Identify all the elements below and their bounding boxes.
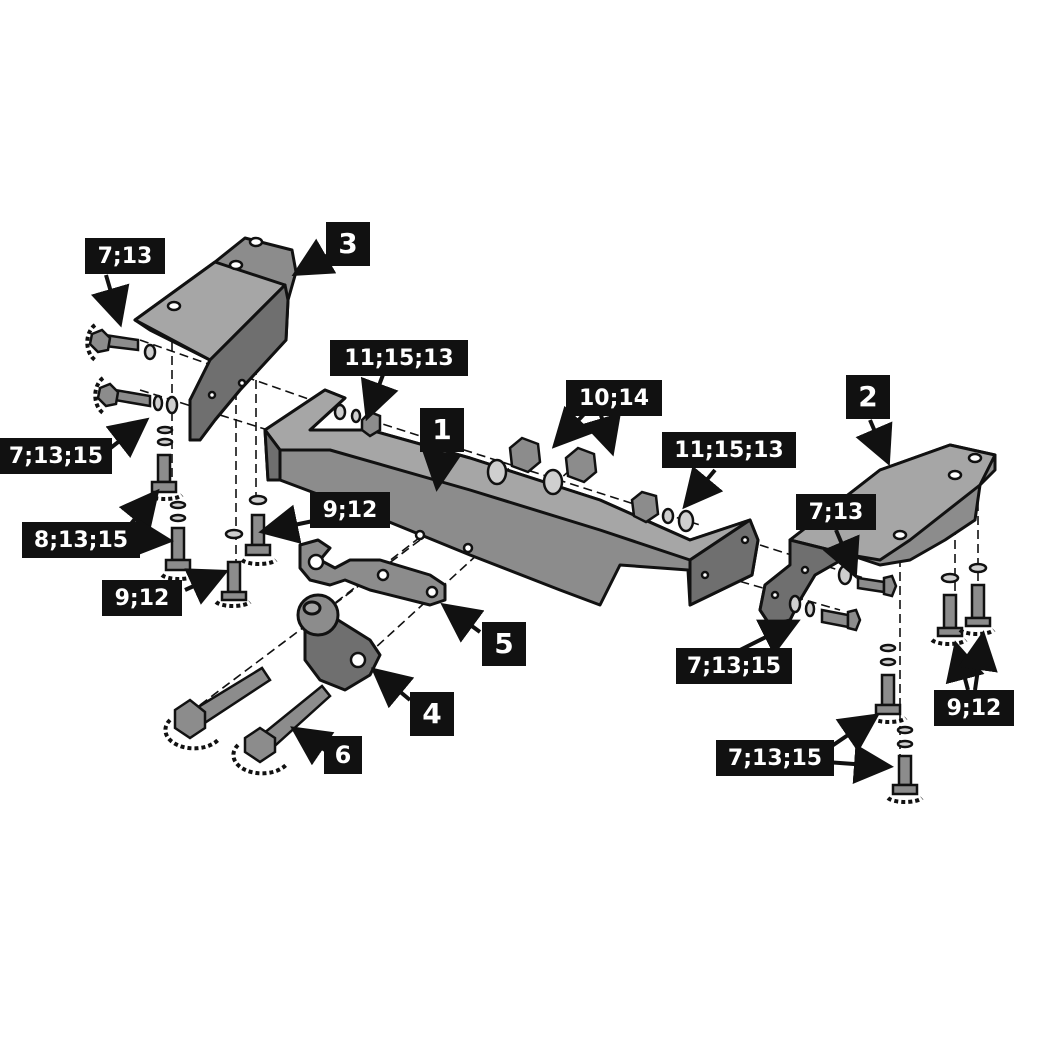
svg-text:9;12: 9;12: [947, 696, 1002, 721]
label-9-12-left-mid: 9;12: [310, 492, 390, 528]
label-9-12-left-bottom: 9;12: [102, 580, 182, 616]
label-11-15-13-right: 11;15;13: [662, 432, 796, 468]
socket-plate: [298, 538, 447, 607]
svg-text:3: 3: [338, 227, 357, 260]
svg-text:7;13;15: 7;13;15: [728, 746, 822, 771]
svg-text:2: 2: [858, 380, 877, 413]
svg-text:9;12: 9;12: [323, 498, 378, 523]
center-fasteners: [486, 436, 695, 533]
svg-text:11;15;13: 11;15;13: [674, 438, 783, 463]
long-bolts: [163, 666, 332, 776]
svg-text:5: 5: [494, 627, 513, 660]
leader-arrows: [90, 238, 998, 784]
svg-text:7;13;15: 7;13;15: [687, 654, 781, 679]
label-7-13-right: 7;13: [796, 494, 876, 530]
label-8-13-15: 8;13;15: [22, 522, 140, 558]
svg-text:7;13: 7;13: [98, 244, 153, 269]
label-part-3: 3: [326, 222, 370, 266]
svg-text:9;12: 9;12: [115, 586, 170, 611]
svg-text:1: 1: [432, 413, 451, 446]
svg-text:7;13;15: 7;13;15: [9, 444, 103, 469]
label-10-14: 10;14: [566, 380, 662, 416]
label-7-13-top-left: 7;13: [85, 238, 165, 274]
label-9-12-right: 9;12: [934, 690, 1014, 726]
tow-ball: [296, 593, 382, 692]
main-crossbar: [263, 388, 760, 607]
svg-text:8;13;15: 8;13;15: [34, 528, 128, 553]
left-fasteners: [85, 323, 382, 609]
label-part-5: 5: [482, 622, 526, 666]
label-part-1: 1: [420, 408, 464, 452]
svg-text:7;13: 7;13: [809, 500, 864, 525]
svg-text:4: 4: [422, 697, 441, 730]
label-7-13-15-left: 7;13;15: [0, 438, 112, 474]
label-7-13-15-right-bottom: 7;13;15: [716, 740, 834, 776]
svg-text:11;15;13: 11;15;13: [344, 346, 453, 371]
label-part-6: 6: [324, 736, 362, 774]
label-11-15-13-left: 11;15;13: [330, 340, 468, 376]
label-part-4: 4: [410, 692, 454, 736]
svg-text:10;14: 10;14: [579, 386, 649, 411]
label-part-2: 2: [846, 375, 890, 419]
svg-text:6: 6: [335, 741, 352, 769]
label-7-13-15-right-mid: 7;13;15: [676, 648, 792, 684]
left-mounting-bracket: [133, 236, 298, 442]
